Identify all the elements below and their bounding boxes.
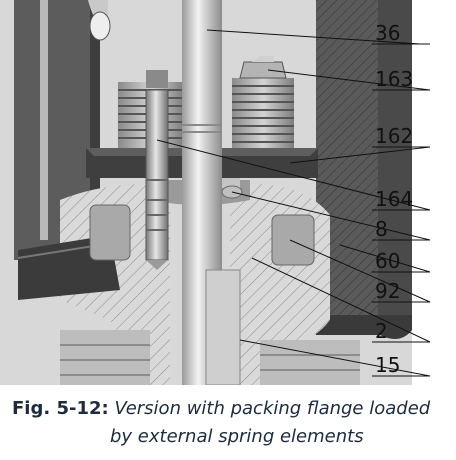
figure-number: Fig. 5-12: <box>12 398 109 419</box>
callout-36: 36 <box>206 21 430 45</box>
svg-text:36: 36 <box>375 21 400 45</box>
figure-caption <box>0 385 456 460</box>
svg-text:2: 2 <box>375 319 388 343</box>
svg-text:92: 92 <box>375 279 400 303</box>
valve-stem <box>182 0 241 386</box>
caption-text-1: Version with packing flange loaded <box>114 398 431 419</box>
caption-line-2: by external spring elements <box>110 426 364 447</box>
caption-text-2: by external spring elements <box>110 426 364 447</box>
left-spring-stack <box>118 70 184 270</box>
callout-163: 163 <box>267 67 431 91</box>
callout-15: 15 <box>239 339 431 377</box>
svg-text:163: 163 <box>375 67 413 91</box>
svg-text:162: 162 <box>375 124 413 148</box>
right-spring-stack <box>232 56 294 148</box>
lower-body <box>60 330 360 385</box>
svg-text:60: 60 <box>375 249 400 273</box>
callout-162: 162 <box>289 124 431 164</box>
callout-92: 92 <box>289 239 431 303</box>
callout-2: 2 <box>251 257 431 343</box>
svg-text:15: 15 <box>375 353 400 377</box>
caption-line-1: Fig. 5-12: Version with packing flange l… <box>12 398 430 419</box>
callout-164: 164 <box>156 139 431 211</box>
svg-text:8: 8 <box>375 217 388 241</box>
svg-text:164: 164 <box>375 187 413 211</box>
callout-8: 8 <box>231 191 431 241</box>
callout-60: 60 <box>339 244 431 273</box>
